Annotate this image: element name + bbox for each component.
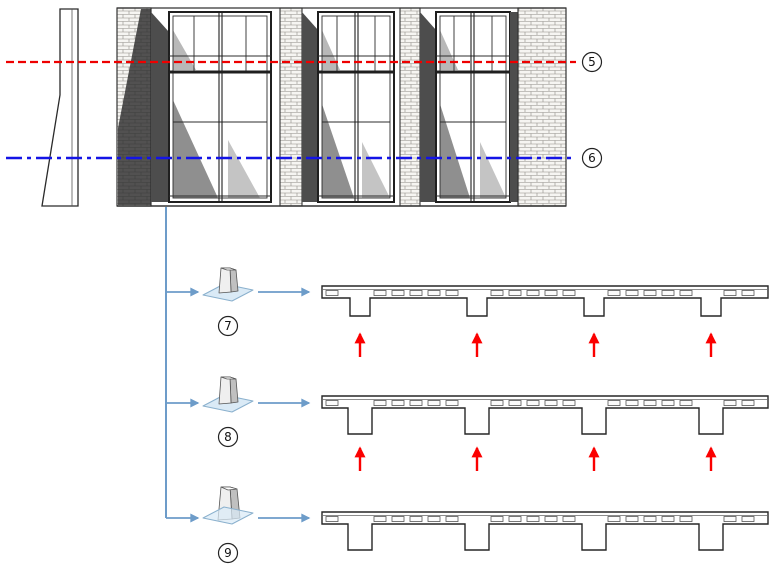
icon-7-block-front: [218, 267, 232, 294]
plan-section-8: [321, 395, 769, 471]
section-8-highlight-arrows: [354, 446, 717, 471]
icon-9-plane: [202, 506, 254, 525]
plan-section-9: [321, 511, 769, 551]
window-3: [420, 11, 511, 203]
level-label-5: 5: [588, 55, 596, 69]
cut-label-8-text: 8: [224, 430, 232, 444]
icon-7-block-top: [220, 267, 237, 271]
section-7-highlight-arrows: [354, 332, 717, 357]
window-3-reflection-a: [440, 104, 470, 198]
wall-profile-outline: [41, 8, 79, 207]
plan-section-7: [321, 285, 769, 357]
window-3-grid: [436, 12, 510, 202]
cut-plane-icon-7: [202, 267, 254, 302]
cut-plane-icon-9: [202, 486, 254, 525]
window-2-reflection-c: [322, 30, 340, 70]
brick-pier-left: [116, 7, 152, 207]
window-2: [302, 11, 395, 203]
facade-elevation: [116, 7, 567, 207]
cut-label-9-text: 9: [224, 546, 232, 560]
window-1: [151, 11, 272, 203]
cut-bubble-9: [217, 542, 239, 564]
cut-label-9: 9: [217, 542, 239, 564]
level-line-6: 6: [6, 147, 603, 169]
cut-label-7-text: 7: [224, 319, 232, 333]
icon-8-block-top: [220, 376, 237, 380]
connector-tree: [165, 207, 200, 523]
brick-pier-mid-1: [279, 7, 303, 207]
cut-bubble-8: [217, 426, 239, 448]
window-2-reflection-a: [322, 104, 354, 198]
icon-9-block-top: [220, 486, 238, 491]
window-3-reveal-shadow: [420, 12, 436, 202]
window-2-reflection-b: [362, 142, 390, 198]
window-1-reflection-c: [173, 30, 196, 70]
window-3-right-shadow: [510, 12, 518, 202]
window-3-reflection-c: [440, 30, 458, 70]
level-line-5: 5: [6, 51, 603, 73]
window-1-grid: [169, 12, 271, 202]
window-1-reflection-b: [228, 140, 260, 198]
window-1-reveal-shadow: [151, 12, 169, 202]
icon-8-block-front: [218, 376, 232, 405]
window-1-glass: [168, 11, 272, 203]
level-bubble-5: [581, 51, 603, 73]
cut-bubble-7: [217, 315, 239, 337]
window-2-grid: [318, 12, 394, 202]
brick-pier-right: [517, 7, 567, 207]
window-2-reveal-shadow: [302, 12, 318, 202]
cut-label-7: 7: [217, 315, 239, 337]
level-label-6: 6: [588, 151, 596, 165]
cut-label-8: 8: [217, 426, 239, 448]
window-1-reflection-a: [173, 100, 218, 198]
pier-left-shadow: [118, 9, 151, 205]
cut-plane-icon-8: [202, 376, 254, 413]
level-bubble-6: [581, 147, 603, 169]
window-3-reflection-b: [480, 142, 506, 198]
brick-pier-mid-2: [399, 7, 421, 207]
wall-section-profile: [41, 8, 79, 207]
